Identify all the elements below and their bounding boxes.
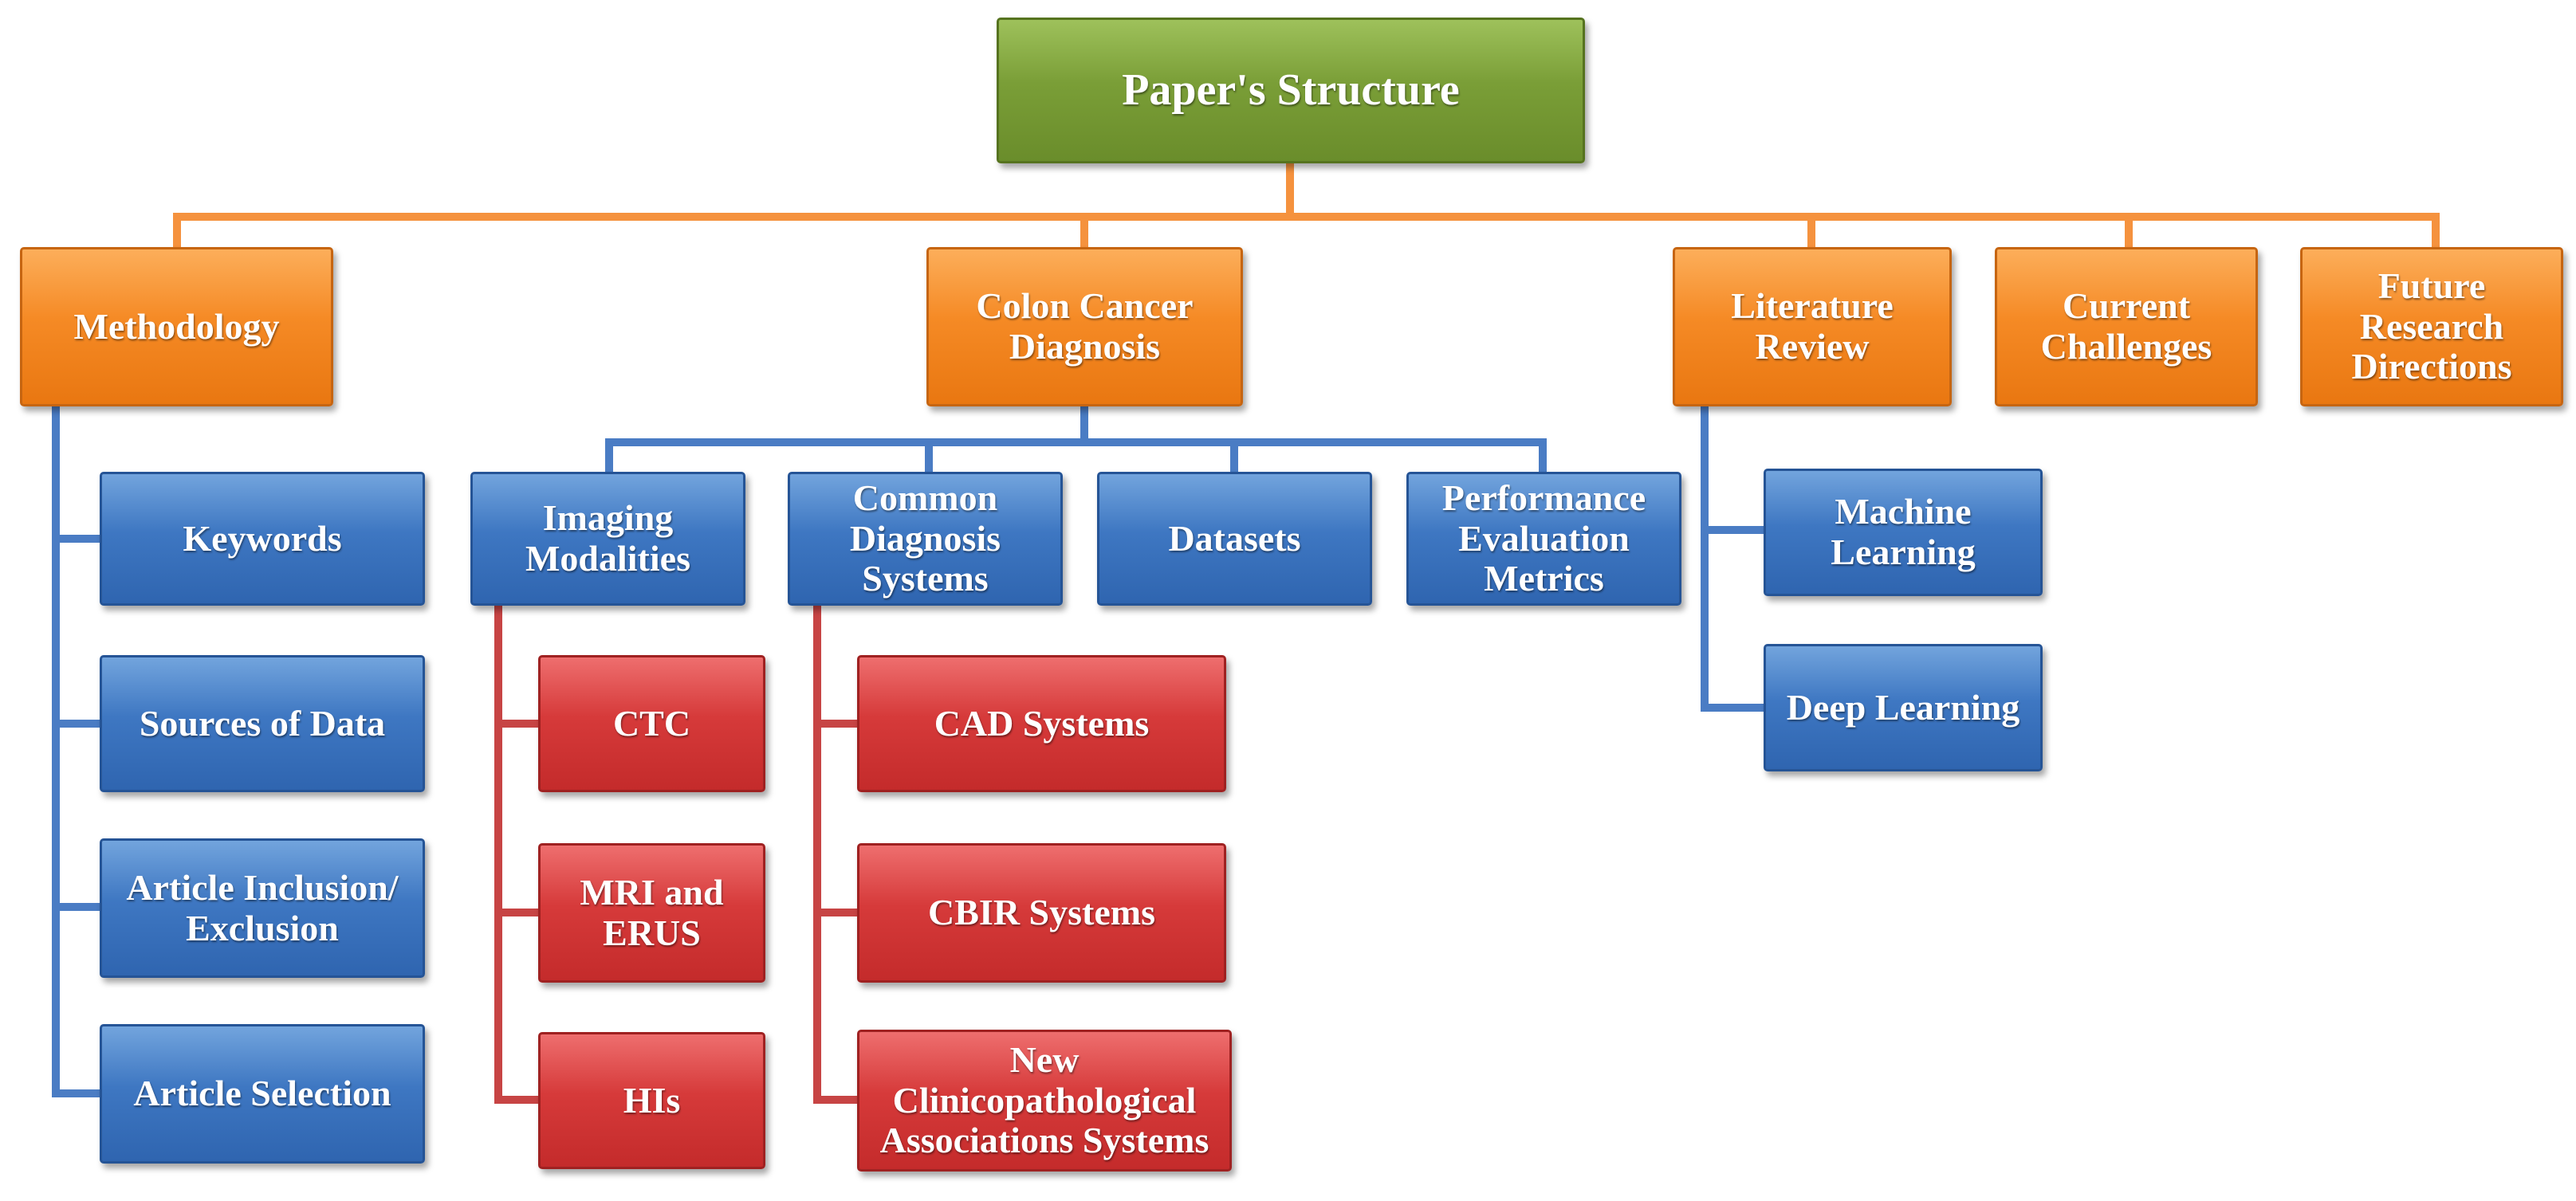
systems-cbir-label: CBIR Systems — [928, 892, 1155, 933]
imaging-mri-erus: MRI and ERUS — [538, 843, 765, 983]
systems-cad-label: CAD Systems — [934, 702, 1150, 744]
connector-methodology — [52, 402, 104, 1097]
imaging-his: HIs — [538, 1032, 765, 1169]
methodology-sources-of-data: Sources of Data — [100, 655, 425, 792]
diagnosis-common-diagnosis-systems-label: Common Diagnosis Systems — [849, 477, 1001, 599]
section-literature-review-label: Literature Review — [1731, 285, 1894, 367]
section-methodology-label: Methodology — [73, 305, 280, 347]
connector-diagnosis — [605, 402, 1547, 476]
section-literature-review: Literature Review — [1673, 247, 1952, 406]
diagnosis-imaging-modalities: Imaging Modalities — [470, 472, 745, 606]
diagnosis-common-diagnosis-systems: Common Diagnosis Systems — [788, 472, 1063, 606]
section-methodology: Methodology — [20, 247, 333, 406]
connector-systems — [813, 602, 861, 1104]
connector-literature-review — [1701, 402, 1768, 712]
diagnosis-datasets: Datasets — [1097, 472, 1372, 606]
methodology-article-selection-label: Article Selection — [133, 1073, 391, 1114]
root-node-label: Paper's Structure — [1122, 65, 1460, 115]
section-future-research-directions: Future Research Directions — [2300, 247, 2563, 406]
connector-root-sections — [173, 159, 2440, 251]
connector-imaging — [494, 602, 542, 1104]
systems-new-clinicopathological: New Clinicopathological Associations Sys… — [857, 1030, 1232, 1172]
methodology-keywords-label: Keywords — [183, 517, 342, 559]
review-machine-learning: Machine Learning — [1764, 469, 2043, 596]
methodology-article-inclusion-exclusion: Article Inclusion/ Exclusion — [100, 838, 425, 978]
systems-new-clinicopathological-label: New Clinicopathological Associations Sys… — [879, 1039, 1209, 1161]
diagnosis-performance-evaluation-metrics-label: Performance Evaluation Metrics — [1441, 477, 1646, 599]
methodology-keywords: Keywords — [100, 472, 425, 606]
systems-cad: CAD Systems — [857, 655, 1226, 792]
root-node: Paper's Structure — [997, 18, 1585, 163]
review-deep-learning-label: Deep Learning — [1786, 686, 2020, 728]
methodology-article-selection: Article Selection — [100, 1024, 425, 1164]
methodology-article-inclusion-exclusion-label: Article Inclusion/ Exclusion — [126, 866, 399, 948]
section-colon-cancer-diagnosis-label: Colon Cancer Diagnosis — [976, 285, 1194, 367]
imaging-mri-erus-label: MRI and ERUS — [580, 871, 724, 953]
section-current-challenges: Current Challenges — [1995, 247, 2258, 406]
diagnosis-imaging-modalities-label: Imaging Modalities — [525, 497, 690, 579]
imaging-his-label: HIs — [623, 1079, 681, 1121]
section-current-challenges-label: Current Challenges — [2040, 285, 2212, 367]
diagnosis-performance-evaluation-metrics: Performance Evaluation Metrics — [1406, 472, 1681, 606]
imaging-ctc: CTC — [538, 655, 765, 792]
section-future-research-directions-label: Future Research Directions — [2351, 265, 2512, 387]
imaging-ctc-label: CTC — [612, 702, 691, 744]
diagnosis-datasets-label: Datasets — [1168, 517, 1301, 559]
section-colon-cancer-diagnosis: Colon Cancer Diagnosis — [926, 247, 1243, 406]
review-machine-learning-label: Machine Learning — [1831, 491, 1976, 572]
review-deep-learning: Deep Learning — [1764, 644, 2043, 771]
systems-cbir: CBIR Systems — [857, 843, 1226, 983]
methodology-sources-of-data-label: Sources of Data — [139, 702, 386, 744]
